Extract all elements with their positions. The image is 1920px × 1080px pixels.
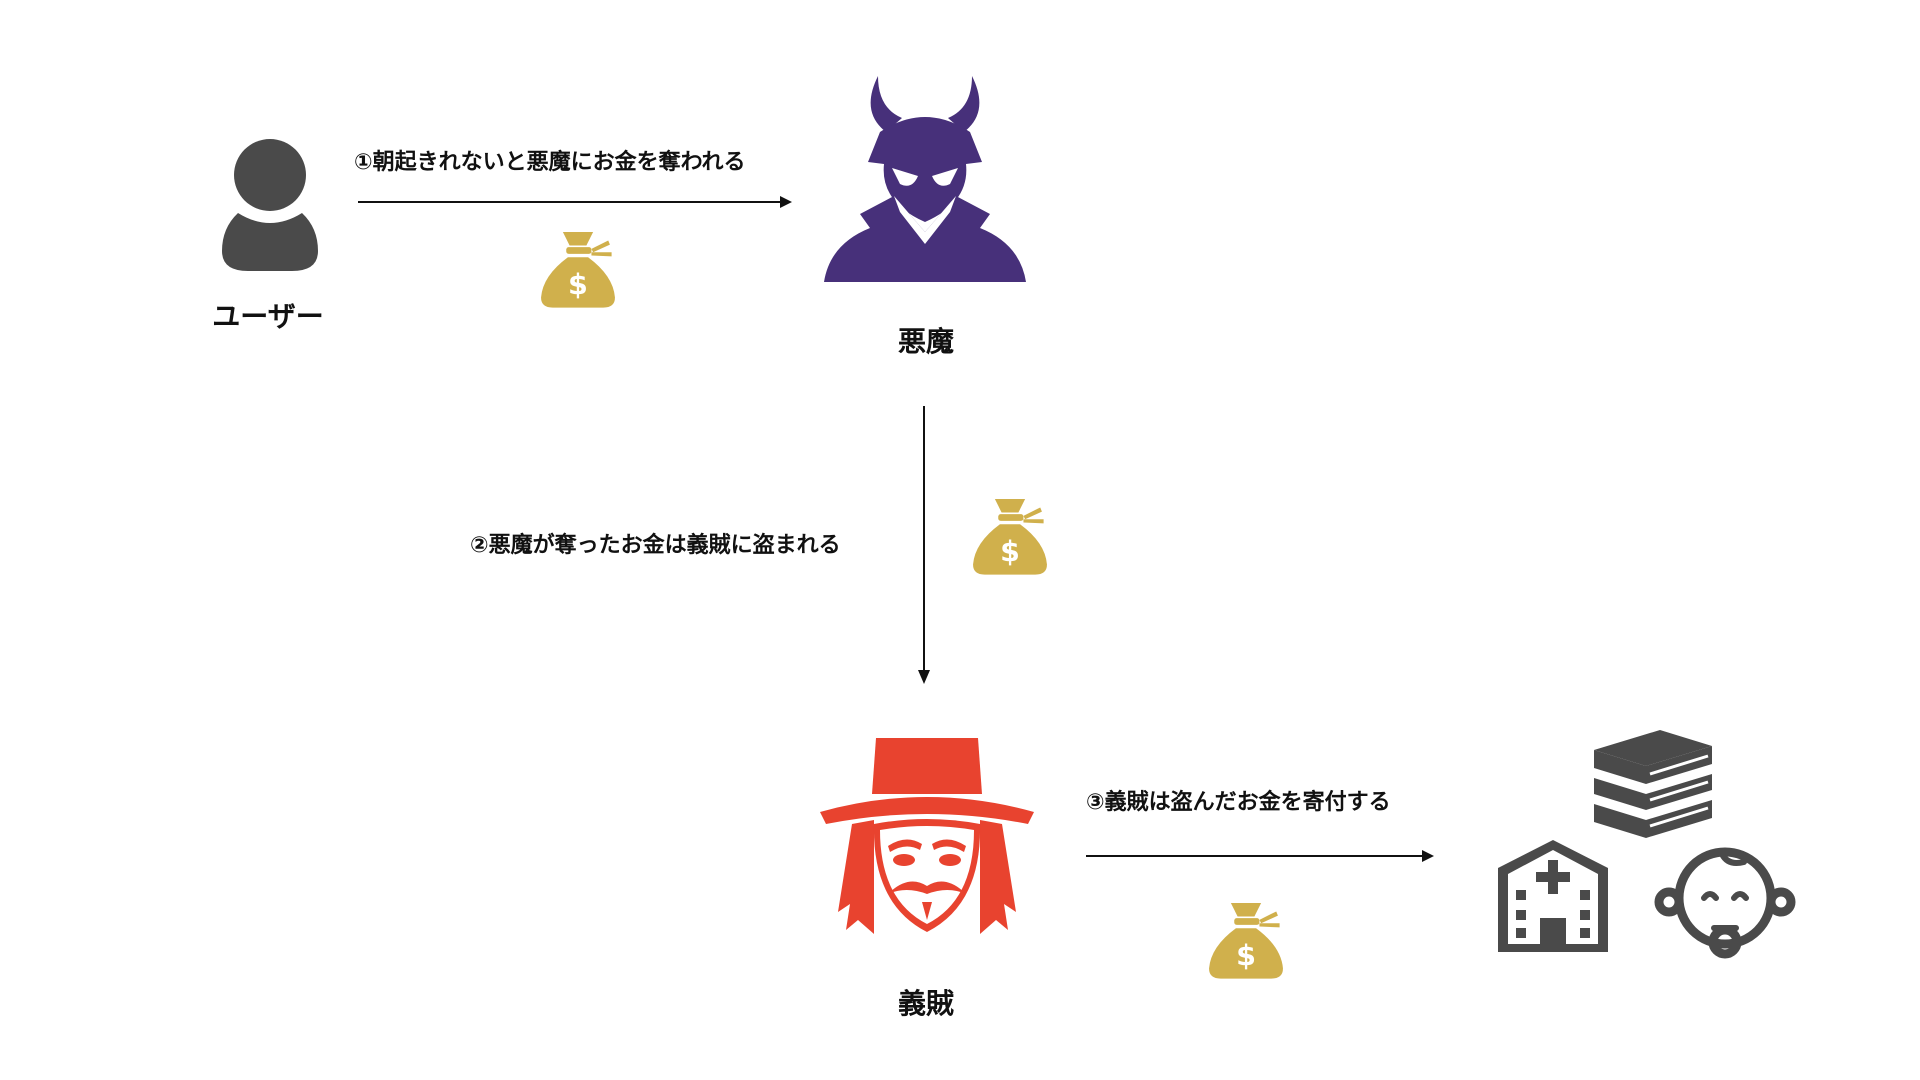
step3-label: ③義賊は盗んだお金を寄付する [1086,790,1391,815]
arrow-user-to-devil [358,196,792,208]
thief-label: 義賊 [897,987,955,1020]
devil-icon [824,76,1026,282]
books-icon [1594,730,1712,838]
svg-text:$: $ [1000,534,1020,568]
devil-label: 悪魔 [897,325,955,358]
user-label: ユーザー [212,300,324,333]
svg-text:$: $ [568,267,588,301]
arrow-thief-to-recipients [1086,850,1434,862]
person-icon [222,139,318,271]
step2-label: ②悪魔が奪ったお金は義賊に盗まれる [470,533,841,558]
money-bag-icon: $ [541,232,615,308]
svg-text:$: $ [1236,938,1256,972]
money-bag-icon: $ [973,499,1047,575]
step1-label: ①朝起きれないと悪魔にお金を奪われる [354,150,746,175]
hospital-icon [1498,840,1608,952]
masked-thief-icon [820,738,1034,934]
money-bag-icon: $ [1209,903,1283,979]
arrow-devil-to-thief [918,406,930,684]
baby-icon [1654,847,1796,959]
